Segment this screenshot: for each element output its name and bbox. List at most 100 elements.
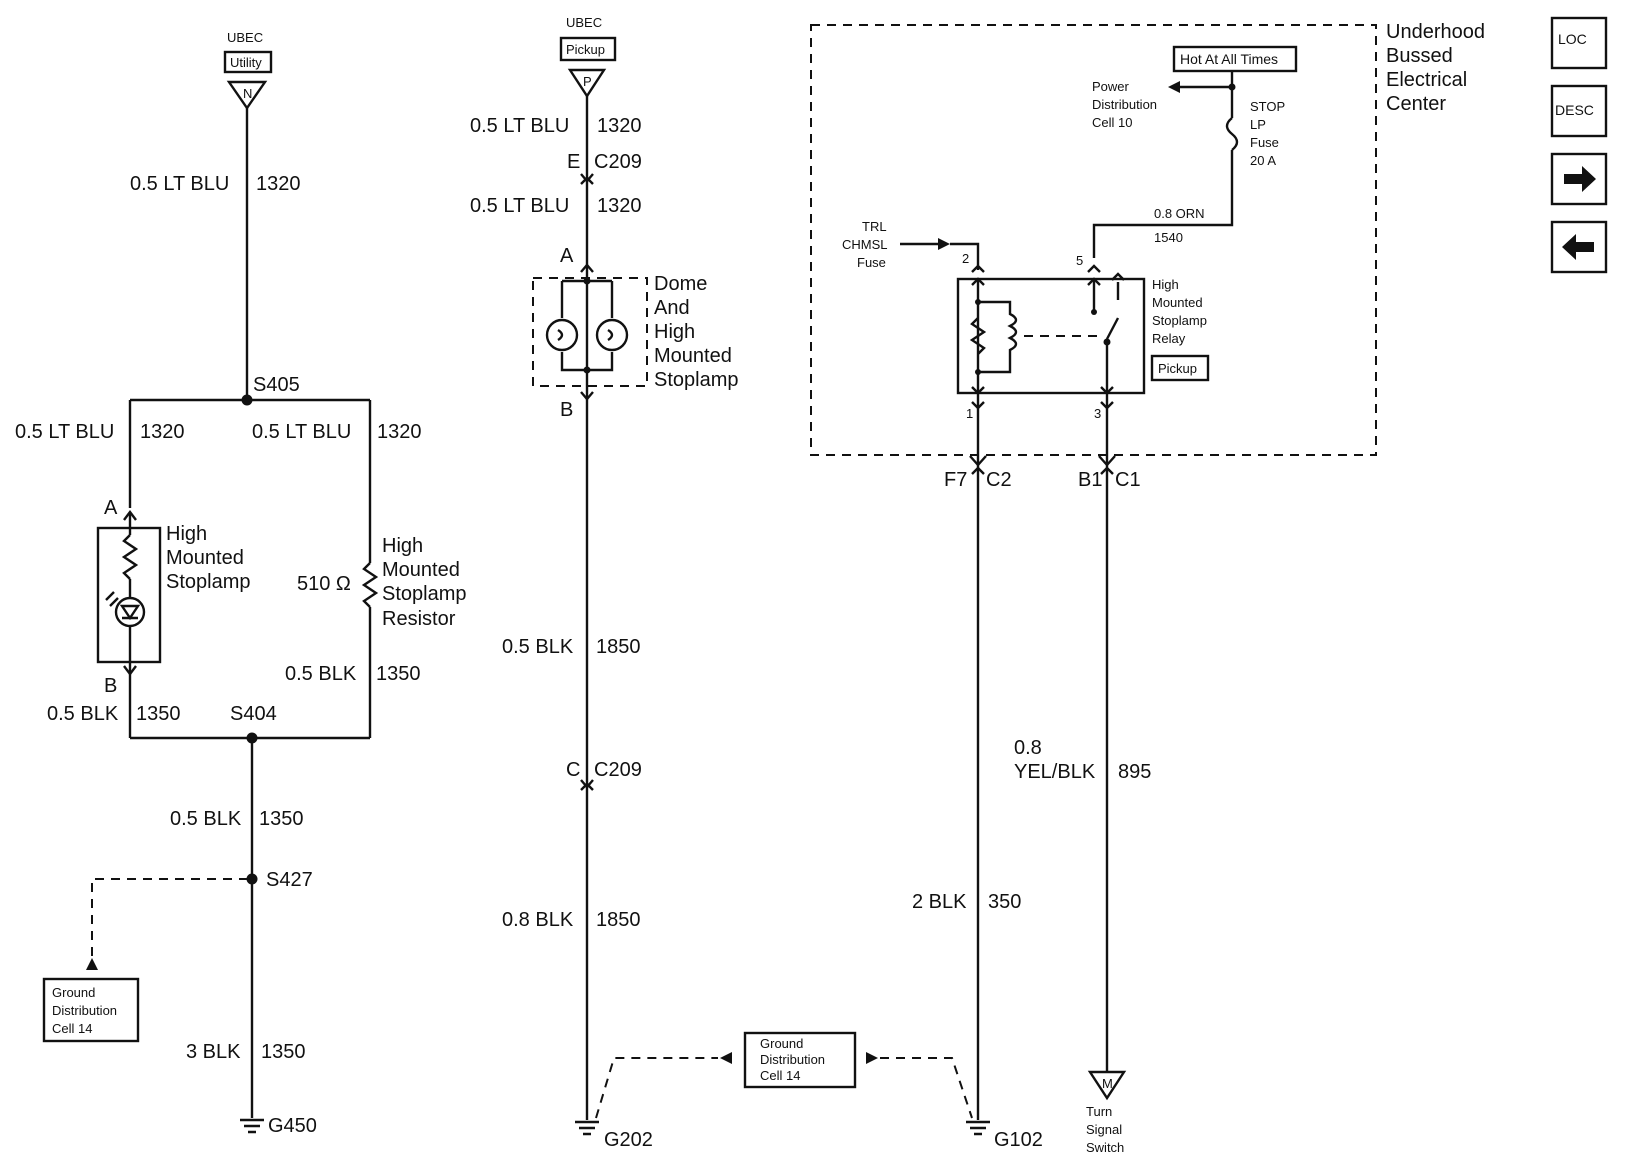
connector-pin-b <box>123 665 137 676</box>
wire-circuit: 1350 <box>376 663 421 685</box>
wire-label: 0.5 BLK <box>285 663 357 685</box>
wire-circuit: 1320 <box>256 173 301 195</box>
wire-label: 0.5 LT BLU <box>130 173 229 195</box>
ubec-utility-box <box>223 50 273 74</box>
connector-p-symbol <box>567 68 607 99</box>
wire-1540 <box>1092 150 1234 258</box>
turn-switch-text: Turn <box>1086 1104 1112 1119</box>
dome-lamp-dashed-box <box>532 277 648 387</box>
connector-c2-c1-symbol <box>969 455 1116 467</box>
connector-pin: E <box>567 151 580 173</box>
ground-ref-box <box>42 977 140 1043</box>
fuse-text: Fuse <box>1250 135 1279 150</box>
wire-circuit: 1320 <box>140 421 185 443</box>
next-button-frame[interactable] <box>1550 152 1608 206</box>
desc-button[interactable]: DESC <box>1550 84 1608 138</box>
arrow-left-icon <box>1168 81 1180 93</box>
lamp-name: And <box>654 297 690 319</box>
arrow-left-icon[interactable] <box>1562 234 1594 260</box>
resistor-name: High <box>382 535 423 557</box>
connector-pin-a <box>580 263 594 273</box>
connector-n-letter: N <box>243 86 252 101</box>
next-button[interactable] <box>1550 152 1608 206</box>
splice-s427: S427 <box>266 869 313 891</box>
ground-ref-text: Ground <box>52 985 95 1000</box>
connector-pin-b <box>580 391 594 401</box>
lamp-name: Mounted <box>654 345 732 367</box>
lamp-name: Dome <box>654 273 707 295</box>
relay-name: Stoplamp <box>1152 313 1207 328</box>
connector-n-symbol <box>226 80 268 111</box>
wire-circuit: 1320 <box>377 421 422 443</box>
pin-2: 2 <box>962 251 969 266</box>
pin-b: B <box>560 399 573 421</box>
connector-p-letter: P <box>583 74 592 89</box>
wire-label: 0.8 ORN <box>1154 206 1205 221</box>
fuse-text: STOP <box>1250 99 1285 114</box>
left-circuit: UBEC Utility N 0.5 LT BLU 1320 S405 0.5 … <box>15 30 467 1137</box>
arrow-left-icon <box>720 1052 732 1064</box>
lamp-name: Mounted <box>166 547 244 569</box>
lamp-parallel-wiring <box>560 279 614 372</box>
lamp-resistor-symbol <box>121 534 139 580</box>
light-ray-icon <box>105 591 119 607</box>
connector-m-symbol <box>1087 1070 1127 1101</box>
contact-dot <box>1103 338 1111 346</box>
hot-at-all-times: Hot At All Times <box>1180 51 1278 67</box>
wire-label: 3 BLK <box>186 1041 241 1063</box>
wire-circuit: 1350 <box>136 703 181 725</box>
bulb-icon <box>595 318 629 352</box>
wire-label: 0.5 BLK <box>170 808 242 830</box>
back-button[interactable] <box>1550 220 1608 274</box>
loc-button-label[interactable]: LOC <box>1558 31 1587 47</box>
ground-g102: G102 <box>994 1129 1043 1151</box>
relay-connector-symbol <box>971 401 1114 410</box>
desc-button-label[interactable]: DESC <box>1555 102 1594 118</box>
wire-circuit: 1320 <box>597 115 642 137</box>
arrow-right-icon[interactable] <box>1564 166 1596 192</box>
ground-ref-box <box>743 1031 857 1089</box>
ground-icon <box>240 1118 264 1134</box>
loc-button-frame[interactable] <box>1550 16 1608 70</box>
resistor-value: 510 Ω <box>297 573 351 595</box>
wire-label: 0.5 LT BLU <box>470 195 569 217</box>
connector-m-letter: M <box>1102 1076 1113 1091</box>
right-circuit: Underhood Bussed Electrical Center Hot A… <box>810 21 1485 1155</box>
center-name: Electrical <box>1386 69 1467 91</box>
pin-b: B <box>104 675 117 697</box>
power-dist-text: Cell 10 <box>1092 115 1132 130</box>
center-name: Bussed <box>1386 45 1453 67</box>
relay-switch-icon <box>1105 282 1120 393</box>
diode-icon <box>119 604 141 621</box>
splice-s404: S404 <box>230 703 277 725</box>
lamp-name: High <box>654 321 695 343</box>
relay-box <box>956 277 1146 395</box>
wire-circuit: 350 <box>988 891 1021 913</box>
wire-label: 0.5 BLK <box>502 636 574 658</box>
wire-color: YEL/BLK <box>1014 761 1096 783</box>
ground-icon <box>966 1120 990 1136</box>
ground-ref-text: Distribution <box>52 1003 117 1018</box>
resistor-name: Stoplamp <box>382 583 467 605</box>
desc-button-frame[interactable] <box>1550 84 1608 138</box>
connector-name: C2 <box>986 469 1012 491</box>
connector-name: C1 <box>1115 469 1141 491</box>
ground-ref-dashed-line <box>595 1057 718 1119</box>
ubec-label: UBEC <box>227 30 263 45</box>
trl-fuse-text: TRL <box>862 219 887 234</box>
pin-3: 3 <box>1094 406 1101 421</box>
connector-name: C209 <box>594 759 642 781</box>
ubec-pickup-box <box>559 36 617 62</box>
middle-circuit: UBEC Pickup P 0.5 LT BLU 1320 E C209 0.5… <box>470 15 739 1151</box>
wire-circuit: 895 <box>1118 761 1151 783</box>
loc-button[interactable]: LOC <box>1550 16 1608 70</box>
center-name: Underhood <box>1386 21 1485 43</box>
ground-ref-dashed-line <box>880 1057 973 1119</box>
ground-g450: G450 <box>268 1115 317 1137</box>
center-name: Center <box>1386 93 1446 115</box>
wire-circuit: 1540 <box>1154 230 1183 245</box>
pin-a: A <box>104 497 118 519</box>
wire-circuit: 1350 <box>259 808 304 830</box>
connector-c209-symbol <box>580 173 594 185</box>
nav-buttons: LOC DESC <box>1550 16 1608 274</box>
